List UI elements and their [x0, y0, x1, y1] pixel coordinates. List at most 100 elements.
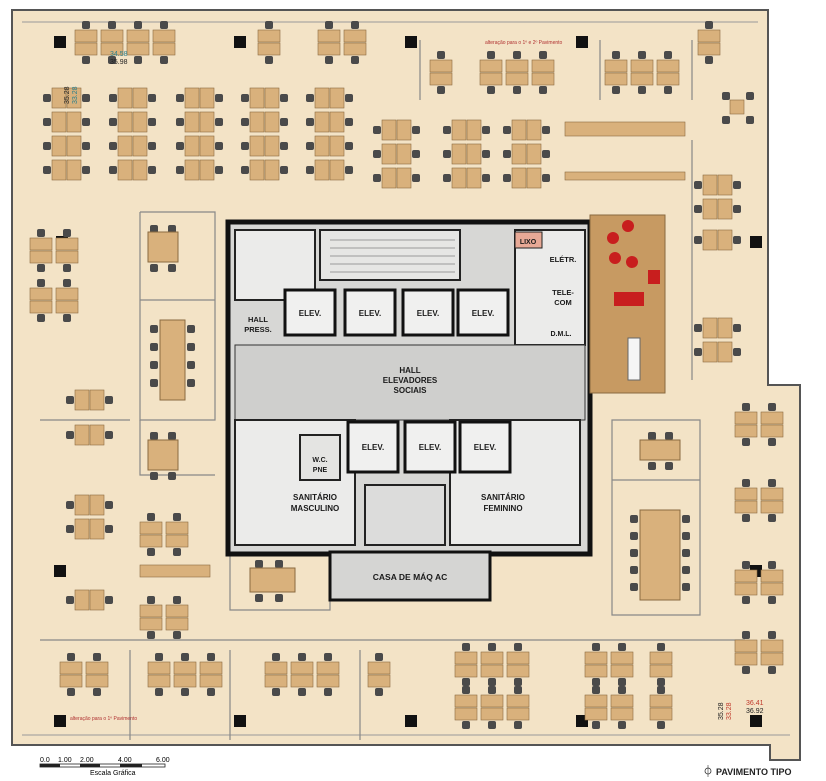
chair [482, 150, 490, 158]
desk [29, 300, 53, 314]
desk [329, 159, 345, 181]
chair [109, 118, 117, 126]
chair [733, 324, 741, 332]
desk [343, 29, 367, 43]
notes: alteração para o 1º e 2º Pavimento alter… [70, 40, 563, 722]
chair [147, 596, 155, 604]
elevators [283, 288, 512, 474]
desk [630, 59, 654, 73]
desk [381, 143, 397, 165]
desk [74, 424, 90, 446]
desk [466, 119, 482, 141]
chair [325, 56, 333, 64]
hall-press-label: PRESS. [244, 325, 272, 334]
desk [66, 135, 82, 157]
chair [514, 678, 522, 686]
chair [187, 379, 195, 387]
workstations [29, 21, 784, 729]
desk [480, 651, 504, 665]
chair [542, 150, 550, 158]
chair [63, 279, 71, 287]
desk [564, 121, 686, 137]
chair [733, 205, 741, 213]
chair [63, 314, 71, 322]
chair [375, 653, 383, 661]
desk [173, 674, 197, 688]
desk [479, 59, 503, 73]
chair [67, 688, 75, 696]
desk [649, 694, 673, 708]
chair [187, 361, 195, 369]
desk [526, 143, 542, 165]
chair [181, 653, 189, 661]
desk [604, 59, 628, 73]
chair [345, 142, 353, 150]
desk [66, 87, 82, 109]
chair [173, 548, 181, 556]
chair [173, 631, 181, 639]
desk [199, 661, 223, 675]
desk [290, 674, 314, 688]
chair [105, 431, 113, 439]
chair [306, 142, 314, 150]
hall-social-label: ELEVADORES [383, 376, 438, 385]
chair [306, 166, 314, 174]
scale-bar: 0.0 1.00 2.00 4.00 6.00 Escala Gráfica [39, 757, 170, 777]
chair [542, 126, 550, 134]
desk [132, 111, 148, 133]
desk [55, 250, 79, 264]
desk [734, 569, 758, 583]
desk [126, 29, 150, 43]
desk [526, 119, 542, 141]
desk [147, 661, 171, 675]
desk [74, 389, 90, 411]
desk [117, 159, 133, 181]
chair [150, 343, 158, 351]
desk [429, 59, 453, 73]
desk [264, 111, 280, 133]
desk [74, 29, 98, 43]
chair [657, 678, 665, 686]
desk [702, 317, 718, 339]
desk [257, 42, 281, 56]
chair [513, 86, 521, 94]
desk [429, 72, 453, 86]
desk [396, 167, 412, 189]
desk [139, 521, 163, 535]
desk [760, 424, 784, 438]
chair [630, 566, 638, 574]
chair [82, 94, 90, 102]
chair [514, 686, 522, 694]
chair [280, 166, 288, 174]
desk [506, 664, 530, 678]
chair [657, 686, 665, 694]
chair [768, 479, 776, 487]
desk [184, 159, 200, 181]
chair [150, 432, 158, 440]
desk [454, 707, 478, 721]
chair [150, 264, 158, 272]
chair [742, 438, 750, 446]
elevator-label: ELEV. [472, 309, 494, 318]
chair [280, 118, 288, 126]
desk [697, 42, 721, 56]
meeting-tables [147, 231, 681, 601]
dimension-text: 36.41 [746, 700, 764, 707]
chair [722, 92, 730, 100]
chair [682, 566, 690, 574]
desk [132, 159, 148, 181]
chair [488, 643, 496, 651]
dimensions: 34.58 35.98 35.28 33.28 35.28 33.28 36.4… [64, 51, 764, 720]
chair [373, 174, 381, 182]
desk [734, 487, 758, 501]
sanitario-fem-label: SANITÁRIO [481, 493, 525, 502]
chair [298, 653, 306, 661]
machine-room [328, 550, 492, 602]
chair [375, 688, 383, 696]
elevator-label: ELEV. [419, 443, 441, 452]
chair [109, 142, 117, 150]
chair [173, 513, 181, 521]
chair [134, 21, 142, 29]
chair [63, 229, 71, 237]
chair [648, 432, 656, 440]
